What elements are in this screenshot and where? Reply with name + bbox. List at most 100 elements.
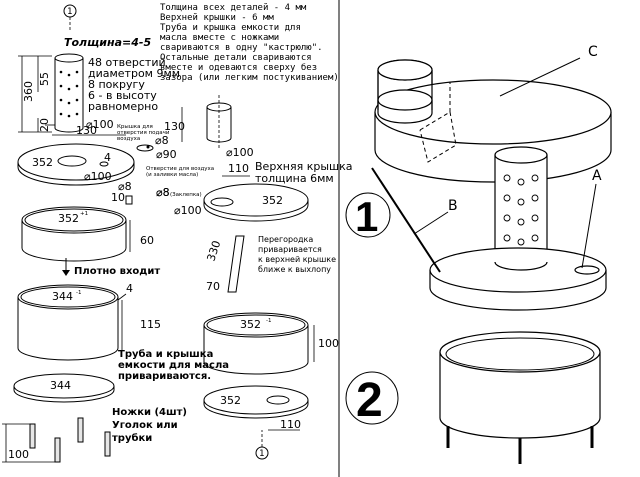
svg-text:к верхней крышке: к верхней крышке (258, 255, 336, 264)
svg-text:352: 352 (58, 212, 79, 225)
svg-text:Верхняя крышка: Верхняя крышка (255, 160, 353, 173)
section-marker-bottom: 1 (255, 430, 269, 460)
svg-text:⌀8: ⌀8 (118, 180, 132, 193)
svg-text:Перегородка: Перегородка (258, 235, 313, 244)
svg-text:диаметром 9мм: диаметром 9мм (88, 67, 180, 80)
svg-text:360: 360 (22, 81, 35, 102)
svg-text:130: 130 (76, 124, 97, 137)
svg-text:(Заклепка): (Заклепка) (170, 192, 202, 198)
svg-text:⌀100: ⌀100 (84, 170, 112, 183)
svg-text:Отверстие для воздуха: Отверстие для воздуха (146, 166, 214, 172)
svg-text:Остальные детали свариваются: Остальные детали свариваются (160, 53, 312, 63)
svg-text:8 покругу: 8 покругу (88, 78, 145, 91)
svg-text:равномерно: равномерно (88, 100, 158, 113)
svg-text:10: 10 (111, 191, 125, 204)
svg-text:трубки: трубки (112, 432, 152, 444)
svg-text:вместе и одеваются сверху без: вместе и одеваются сверху без (160, 62, 317, 73)
oil-container: 344 -1 4 115 (17, 282, 161, 361)
svg-text:отверстия подачи: отверстия подачи (117, 130, 170, 136)
svg-text:48 отверстий: 48 отверстий (88, 56, 166, 69)
svg-text:воздуха: воздуха (117, 136, 140, 142)
iso-rod (371, 167, 441, 273)
iso-label-b: B (413, 198, 458, 235)
svg-text:100: 100 (318, 337, 339, 350)
svg-text:Плотно входит: Плотно входит (74, 266, 160, 277)
svg-text:Крышка для: Крышка для (117, 124, 153, 130)
svg-text:55: 55 (38, 72, 51, 86)
top-lid: 110 Верхняя крышка толщина 6мм 352 ⌀100 … (156, 160, 353, 222)
perforated-pipe (45, 53, 84, 133)
pipe-diameter: ⌀100 (86, 118, 114, 131)
svg-text:100: 100 (8, 448, 29, 461)
chimney-pipe: 130 ⌀100 (164, 95, 254, 159)
svg-text:70: 70 (206, 280, 220, 293)
weld-note: Труба и крышка емкости для масла привари… (118, 348, 229, 382)
svg-text:ближе к выхлопу: ближе к выхлопу (258, 265, 331, 274)
legs: 100 Ножки (4шт) Уголок или трубки (2, 407, 187, 463)
thickness-label: Толщина=4-5 (64, 36, 151, 49)
upper-ring: 352 -1 100 (203, 312, 339, 375)
svg-text:352: 352 (220, 394, 241, 407)
svg-text:6 - в высоту: 6 - в высоту (88, 89, 157, 102)
svg-text:352: 352 (240, 318, 261, 331)
iso-tank-lid (429, 247, 607, 311)
svg-text:зазора (или легким постукивани: зазора (или легким постукиванием) (160, 73, 339, 83)
svg-text:4: 4 (104, 151, 111, 164)
middle-ring: 352 +1 60 (21, 206, 154, 262)
svg-text:115: 115 (140, 318, 161, 331)
svg-text:130: 130 (164, 120, 185, 133)
svg-text:емкости для масла: емкости для масла (118, 360, 229, 371)
svg-text:Труба и крышка емкости для: Труба и крышка емкости для (160, 22, 301, 33)
iso-callout-1: 1 (345, 192, 391, 240)
svg-text:352: 352 (262, 194, 283, 207)
svg-text:60: 60 (140, 234, 154, 247)
holes-note: 48 отверстий диаметром 9мм 8 покругу 6 -… (88, 56, 180, 113)
svg-text:толщина 6мм: толщина 6мм (255, 172, 334, 185)
svg-text:110: 110 (280, 418, 301, 431)
svg-text:Ножки (4шт): Ножки (4шт) (112, 407, 187, 418)
iso-label-a: A (581, 168, 602, 269)
svg-text:330: 330 (204, 239, 223, 263)
svg-text:+1: +1 (80, 211, 88, 217)
svg-text:Толщина всех деталей - 4 мм: Толщина всех деталей - 4 мм (160, 3, 307, 13)
svg-text:1: 1 (355, 193, 378, 240)
container-lid: 344 (13, 373, 115, 403)
svg-text:352: 352 (32, 156, 53, 169)
svg-text:110: 110 (228, 162, 249, 175)
svg-text:⌀8: ⌀8 (155, 134, 169, 147)
svg-text:A: A (592, 168, 602, 184)
svg-text:344: 344 (50, 379, 71, 392)
fits-tight-note: Плотно входит (62, 258, 160, 277)
svg-text:Верхней крышки - 6 мм: Верхней крышки - 6 мм (160, 13, 274, 23)
svg-text:Уголок или: Уголок или (112, 420, 178, 431)
svg-text:-1: -1 (76, 290, 81, 296)
cap-note: Крышка для отверстия подачи воздуха ⌀90 … (117, 124, 177, 161)
air-hole-note: Отверстие для воздуха (и заливки масла) … (111, 166, 214, 205)
svg-text:свариваются в одну "кастрюлю".: свариваются в одну "кастрюлю". (160, 43, 323, 53)
svg-text:C: C (588, 44, 598, 60)
svg-text:(и заливки масла): (и заливки масла) (146, 172, 198, 178)
svg-text:344: 344 (52, 290, 73, 303)
svg-text:масла вместе с ножками: масла вместе с ножками (160, 33, 279, 43)
iso-upper-body (374, 59, 612, 183)
svg-text:1: 1 (259, 449, 264, 459)
general-notes: Толщина всех деталей - 4 мм Верхней крыш… (160, 3, 339, 83)
svg-text:⌀100: ⌀100 (226, 146, 254, 159)
svg-text:привариваются.: привариваются. (118, 371, 211, 382)
pipe-dimensions: 360 55 20 (18, 55, 52, 133)
iso-label-c: C (499, 44, 598, 97)
svg-text:2: 2 (356, 374, 383, 427)
iso-callout-2: 2 (345, 371, 399, 427)
iso-oil-tank (439, 331, 601, 464)
svg-text:⌀8: ⌀8 (156, 186, 170, 199)
svg-text:B: B (448, 198, 458, 214)
svg-text:приваривается: приваривается (258, 245, 322, 254)
svg-text:⌀90: ⌀90 (156, 148, 177, 161)
section-marker-top: 1 (63, 4, 77, 30)
bottom-plate: 130 352 4 ⌀100 (17, 124, 135, 186)
svg-text:-1: -1 (266, 318, 271, 324)
svg-text:⌀100: ⌀100 (174, 204, 202, 217)
svg-text:1: 1 (67, 7, 72, 17)
partition-plate: 330 70 Перегородка приваривается к верхн… (204, 235, 336, 293)
